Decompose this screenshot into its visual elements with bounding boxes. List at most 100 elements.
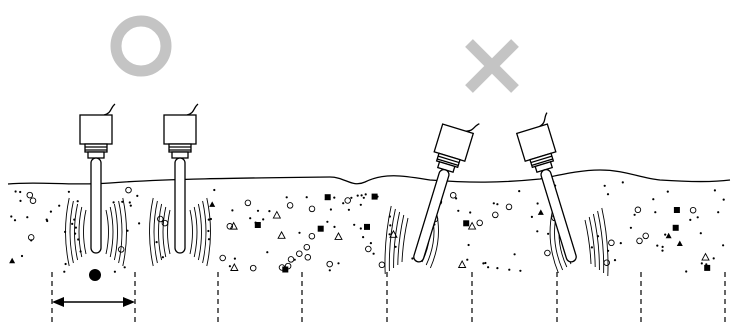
soil-grain [277,230,286,239]
soil-dot [326,220,329,223]
wave-arc [601,207,609,277]
soil-dot [467,243,470,247]
wave-arc [584,219,592,265]
soil-dot [49,210,53,213]
wave-arc [109,206,114,258]
spacing-arrow [52,297,135,307]
soil-grain-solid [209,201,216,207]
wave-arc [113,203,118,261]
soil-pebble [326,260,333,268]
soil-dot [113,270,116,273]
soil-dot [530,215,534,218]
soil-dot [699,232,702,235]
soil-dot [496,267,499,270]
soil-grain [334,232,343,240]
soil-pebble [308,232,316,240]
soil-stone [282,266,289,273]
wave-arc [74,203,79,261]
soil-dot [138,222,141,225]
soil-dot [629,226,633,229]
soil-dot [67,190,70,193]
soil-grain [457,260,467,268]
soil-dot [207,218,210,221]
soil-pebble [284,262,292,270]
soil-dot [394,245,397,248]
soil-dot [71,222,74,225]
soil-pebble [642,232,649,240]
soil-dot [347,208,350,211]
soil-dot [337,262,340,265]
soil-pebble [286,202,294,209]
soil-dot [484,261,487,265]
soil-dot [621,181,624,184]
soil-dot [717,211,720,214]
probe-vertical-left [79,103,116,254]
soil-dot [654,211,657,214]
soil-dot [536,230,539,233]
soil-dot [123,266,126,269]
soil-grain [229,221,238,230]
soil-dot [359,227,362,230]
soil-dot [233,257,236,260]
soil-dot [360,194,363,197]
soil-grain-solid [9,257,16,264]
wave-arc [162,206,167,258]
soil-dot [249,217,252,220]
soil-dot [329,208,332,211]
wave-arc [83,209,87,255]
soil-dot [713,189,717,192]
soil-dot [155,241,158,244]
soil-dot [508,268,511,271]
soil-dot [350,196,353,199]
soil-dot [685,270,688,273]
soil-dot [547,232,550,235]
wave-arc [397,214,405,266]
soil-pebble [634,206,642,214]
soil-dot [457,209,460,212]
soil-dot [76,200,79,203]
soil-stone [371,193,378,200]
soil-pebble [249,264,257,272]
soil-dot [45,218,48,221]
soil-dot [128,201,131,204]
soil-dot [689,218,692,221]
soil-dot [492,202,495,205]
wave-arc [167,209,171,255]
soil-dot [722,244,725,247]
soil-dot [254,221,257,224]
soil-pebble [544,249,551,257]
soil-pebble [29,197,37,204]
soil-dot [285,196,288,199]
soil-dot [389,224,392,227]
soil-dot [268,210,271,213]
soil-dot [231,209,234,212]
wave-arc [153,200,158,264]
soil-pebble [278,264,286,271]
soil-dot [705,263,708,266]
soil-dot [466,258,469,261]
wave-arc [105,209,109,255]
soil-dot [590,246,594,249]
soil-dot [469,211,472,214]
wave-arc [401,217,409,263]
soil-stone [704,264,711,271]
soil-dot [14,190,17,193]
soil-surface-line [7,169,731,185]
soil-dot [26,216,29,219]
soil-dot [496,203,499,206]
soil-pebble [476,219,483,227]
soil-dot [353,223,356,226]
soil-stone [672,224,679,231]
soil-stone [463,220,470,227]
soil-dot [411,257,414,260]
soil-dot [661,245,664,248]
soil-dot [487,266,490,269]
soil-dot [366,226,369,229]
soil-dot [298,231,301,234]
soil-grain-solid [665,232,672,239]
soil-dot [19,190,22,194]
soil-pebble [308,205,316,213]
soil-stone [254,222,261,228]
soil-dot [328,269,331,272]
